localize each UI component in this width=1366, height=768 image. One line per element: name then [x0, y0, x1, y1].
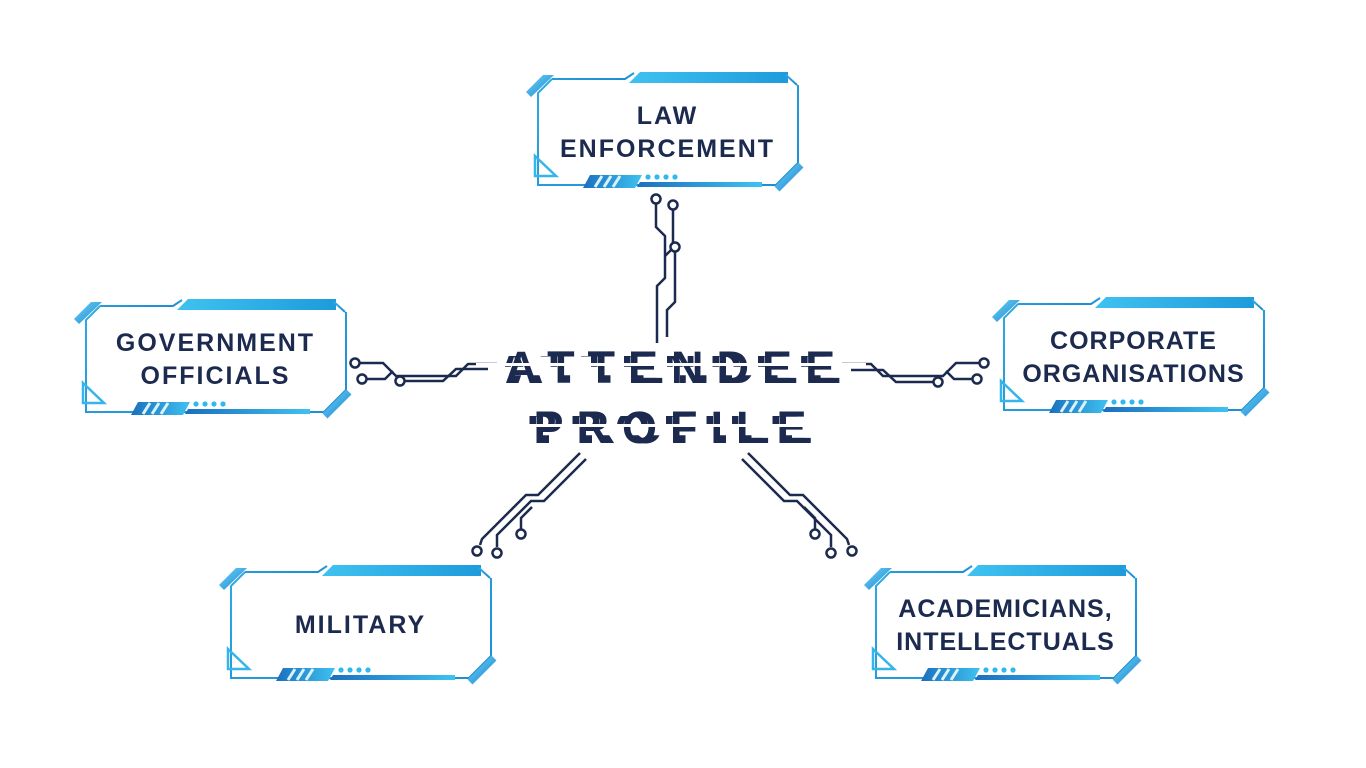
- circuit-line: [367, 370, 394, 381]
- circuit-node: [515, 528, 527, 540]
- circuit-node: [491, 547, 503, 559]
- node-military: MILITARY: [223, 568, 498, 683]
- circuit-node: [846, 545, 858, 557]
- circuit-node: [825, 547, 837, 559]
- node-label: MILITARY: [294, 611, 427, 640]
- circuit-node: [669, 241, 681, 253]
- circuit-node: [932, 376, 944, 388]
- circuit-line: [495, 458, 587, 547]
- circuit-line: [945, 370, 972, 381]
- circuit-node: [667, 199, 679, 211]
- node-government-officials: GOVERNMENT OFFICIALS: [78, 302, 353, 417]
- circuit-node: [471, 545, 483, 557]
- diagram-title-line-2: PROFILE: [470, 398, 870, 458]
- glitch-slice: [510, 424, 830, 427]
- node-label: GOVERNMENT OFFICIALS: [115, 329, 316, 390]
- node-academicians-intellectuals: ACADEMICIANS, INTELLECTUALS: [868, 568, 1143, 683]
- circuit-node: [394, 375, 406, 387]
- node-law-enforcement: LAW ENFORCEMENT: [530, 75, 805, 190]
- circuit-node: [650, 193, 662, 205]
- node-label: LAW ENFORCEMENT: [559, 102, 776, 163]
- connector-top: [650, 193, 681, 343]
- circuit-node: [349, 357, 361, 369]
- circuit-node: [971, 373, 983, 385]
- circuit-line: [747, 452, 851, 546]
- connector-bottom-right: [741, 452, 858, 559]
- glitch-slice: [530, 446, 810, 448]
- circuit-line: [741, 458, 833, 547]
- circuit-line: [478, 452, 581, 546]
- circuit-line: [665, 252, 677, 337]
- circuit-node: [978, 357, 990, 369]
- glitch-slice: [476, 363, 866, 366]
- node-corporate-organisations: CORPORATE ORGANISATIONS: [996, 300, 1271, 415]
- circuit-line: [519, 506, 533, 529]
- circuit-line: [654, 204, 667, 343]
- connector-bottom-left: [471, 452, 587, 559]
- glitch-slice: [500, 385, 840, 387]
- node-label: ACADEMICIANS, INTELLECTUALS: [896, 595, 1115, 656]
- node-label: CORPORATE ORGANISATIONS: [1022, 327, 1245, 388]
- circuit-node: [356, 373, 368, 385]
- diagram-title: ATTENDEE PROFILE: [470, 338, 870, 458]
- circuit-line: [803, 506, 817, 529]
- circuit-node: [809, 528, 821, 540]
- diagram-title-line-1: ATTENDEE: [470, 338, 870, 398]
